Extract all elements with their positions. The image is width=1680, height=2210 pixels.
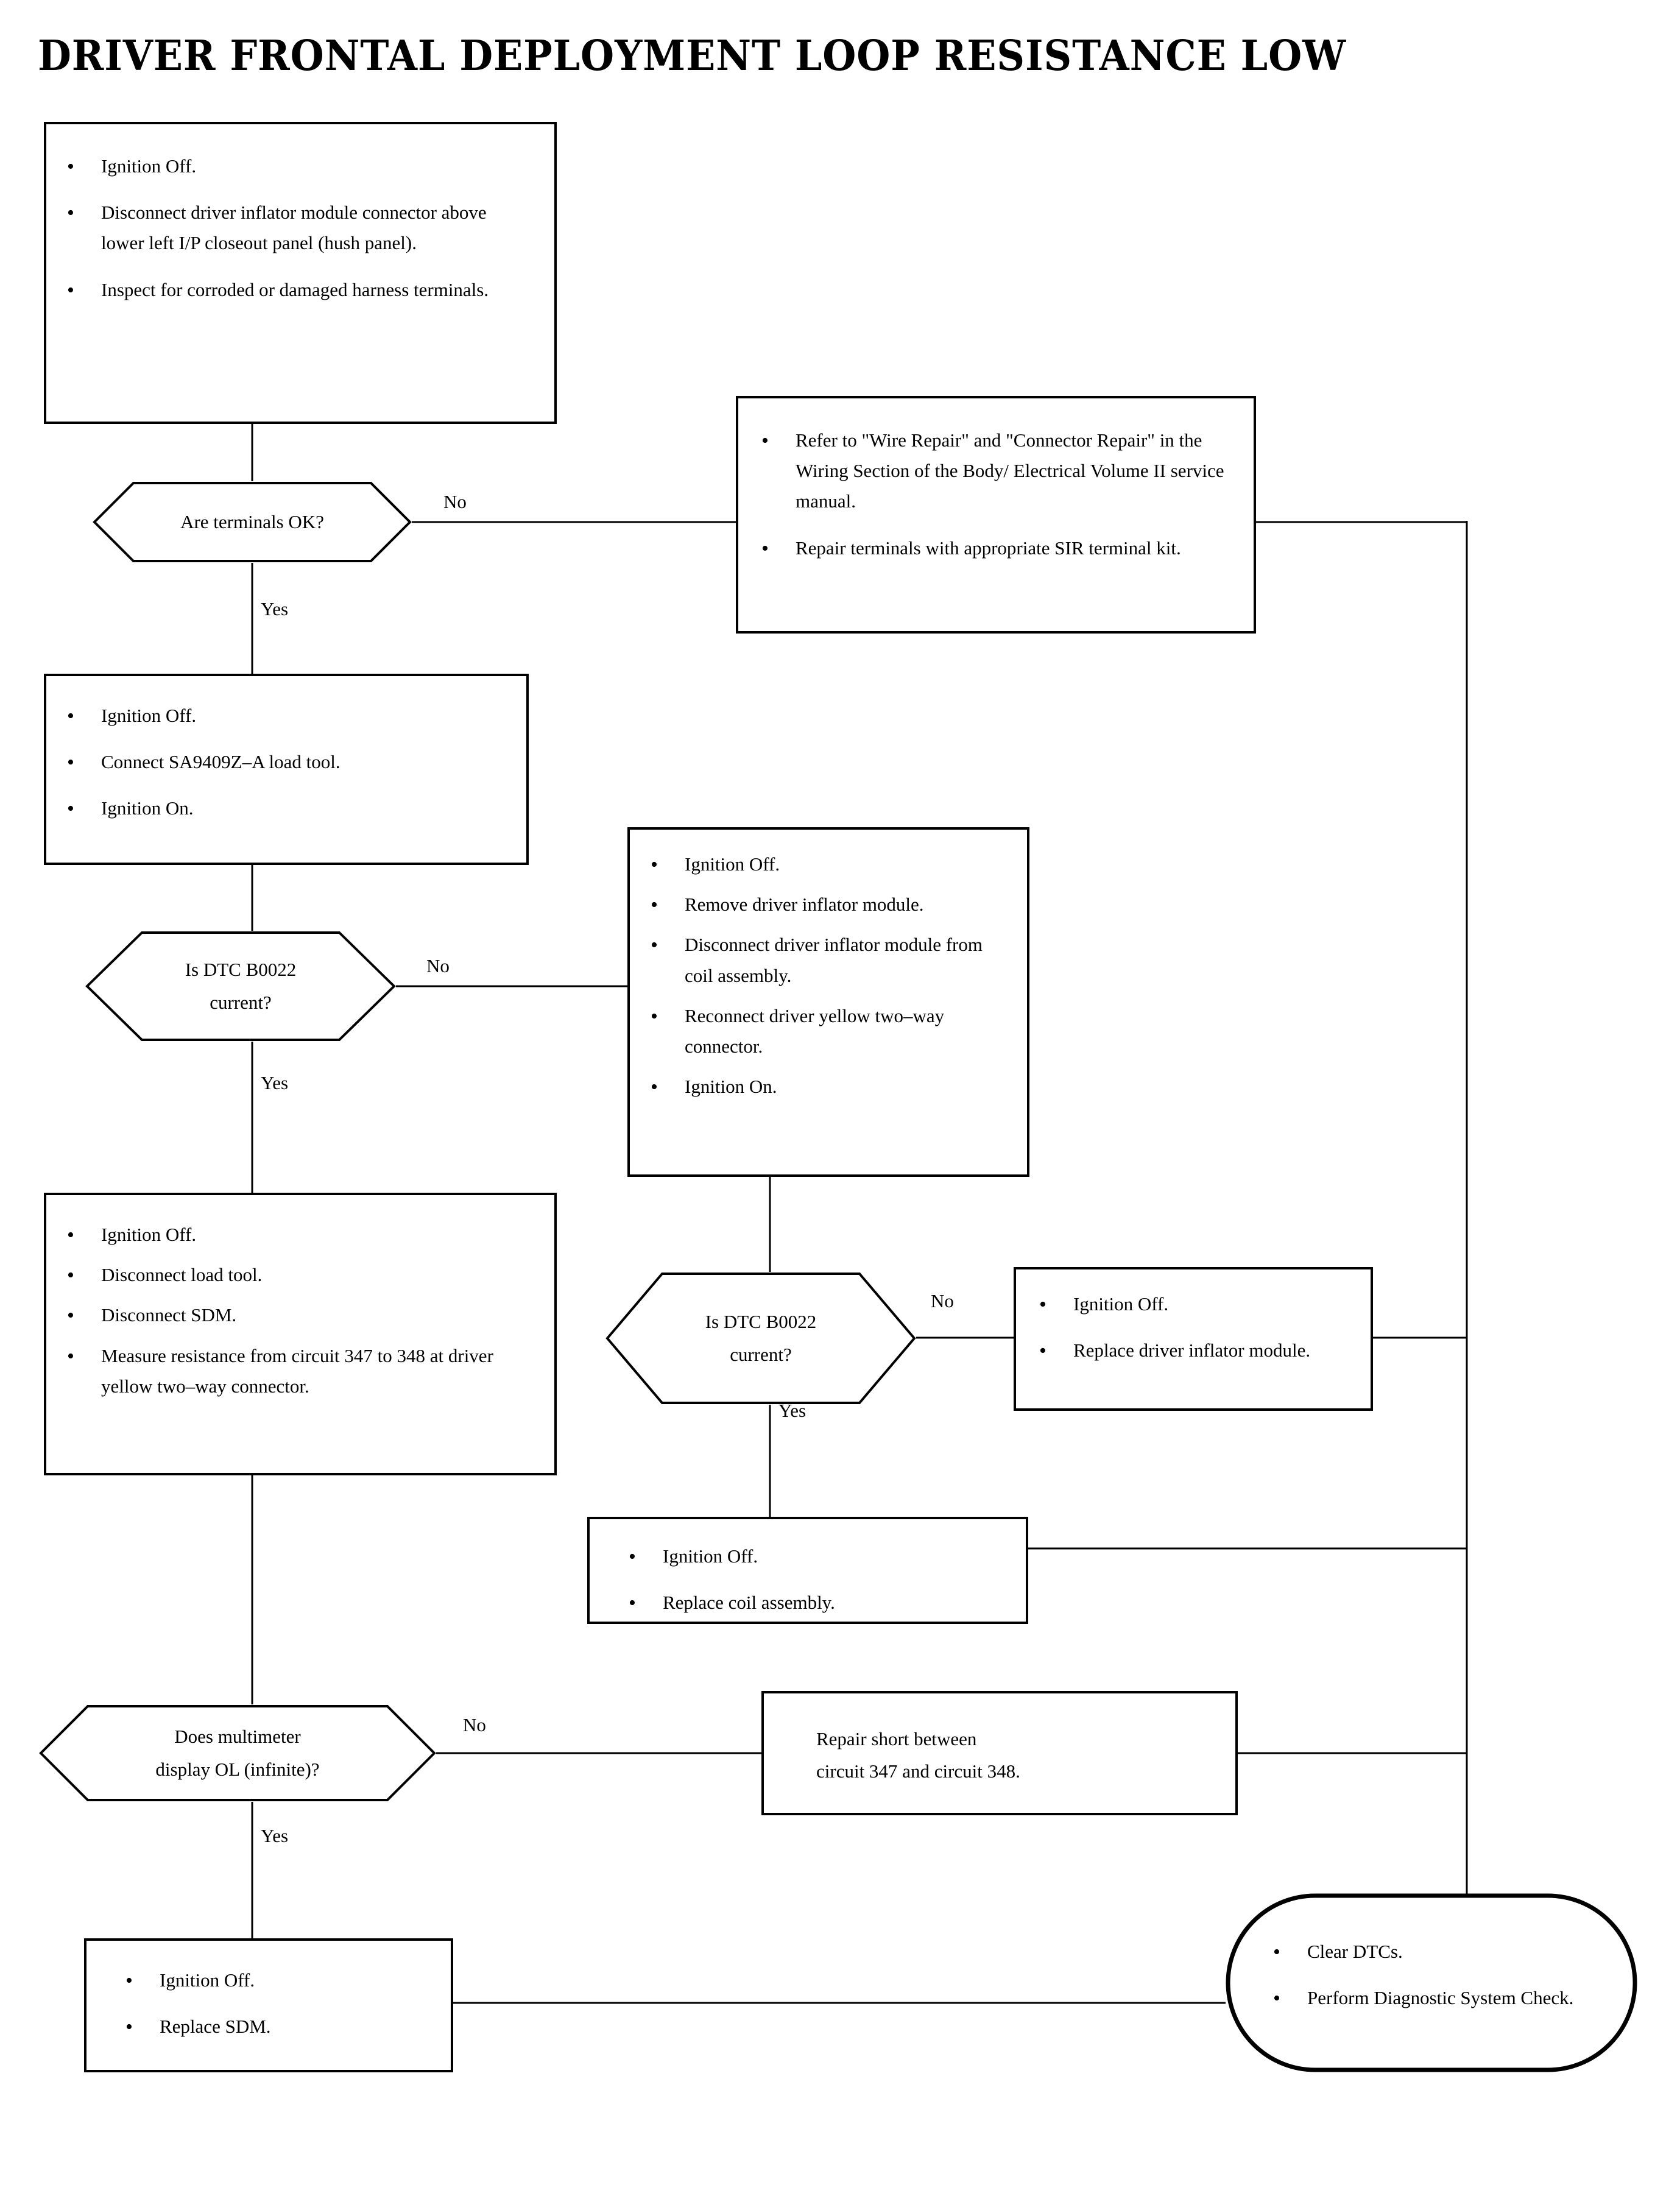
list-item: Disconnect SDM. [65,1299,534,1332]
list-item: Measure resistance from circuit 347 to 3… [65,1340,534,1402]
bullet-list: Ignition Off. Remove driver inflator mod… [648,848,1012,1104]
node-step1[interactable]: Ignition Off. Disconnect driver inflator… [44,122,557,424]
edge-label-yes-3: Yes [778,1400,806,1421]
list-item: Ignition Off. [65,699,504,733]
list-item: Remove driver inflator module. [648,888,1012,922]
bullet-list: Ignition Off. Replace coil assembly. [626,1540,1014,1620]
list-item: Replace SDM. [123,2010,439,2044]
list-item: Ignition Off. [65,1218,534,1252]
edge-label-no-1: No [443,491,467,512]
bullet-list: Clear DTCs. Perform Diagnostic System Ch… [1271,1935,1573,2029]
edge-label-no-3: No [931,1290,954,1312]
list-item: Reconnect driver yellow two–way connecto… [648,1000,1012,1062]
node-step2[interactable]: Ignition Off. Connect SA9409Z–A load too… [44,674,529,865]
node-step3[interactable]: Ignition Off. Remove driver inflator mod… [627,827,1029,1177]
bullet-list: Ignition Off. Replace driver inflator mo… [1037,1288,1358,1368]
repair-short-line-1: Repair short between [816,1728,977,1749]
list-item: Ignition Off. [65,150,530,183]
list-item: Connect SA9409Z–A load tool. [65,746,504,779]
bullet-list: Ignition Off. Disconnect driver inflator… [65,150,530,307]
node-step4[interactable]: Ignition Off. Disconnect load tool. Disc… [44,1193,557,1475]
list-item: Ignition On. [648,1070,1012,1104]
node-replace-coil[interactable]: Ignition Off. Replace coil assembly. [587,1517,1028,1624]
list-item: Disconnect driver inflator module from c… [648,928,1012,990]
list-item: Repair terminals with appropriate SIR te… [759,532,1238,565]
bullet-list: Ignition Off. Replace SDM. [123,1964,439,2044]
node-decision1[interactable]: Are terminals OK? [93,481,412,563]
node-replace-inflator[interactable]: Ignition Off. Replace driver inflator mo… [1014,1267,1373,1411]
edge-label-no-4: No [463,1714,486,1735]
list-item: Ignition Off. [1037,1288,1358,1321]
list-item: Refer to "Wire Repair" and "Connector Re… [759,424,1238,517]
list-item: Ignition Off. [626,1540,1014,1573]
bullet-list: Refer to "Wire Repair" and "Connector Re… [759,424,1238,565]
node-repair-short[interactable]: Repair short between circuit 347 and cir… [761,1691,1238,1815]
terminator-body: Clear DTCs. Perform Diagnostic System Ch… [1226,1893,1637,2072]
list-item: Inspect for corroded or damaged harness … [65,274,530,307]
node-decision2[interactable]: Is DTC B0022 current? [85,931,396,1042]
node-decision4[interactable]: Does multimeter display OL (infinite)? [39,1704,436,1802]
list-item: Replace driver inflator module. [1037,1334,1358,1368]
node-repair-terminals[interactable]: Refer to "Wire Repair" and "Connector Re… [736,396,1256,634]
node-replace-sdm[interactable]: Ignition Off. Replace SDM. [84,1938,453,2072]
list-item: Replace coil assembly. [626,1586,1014,1620]
node-decision3[interactable]: Is DTC B0022 current? [605,1272,916,1405]
edge-label-yes-4: Yes [261,1825,289,1846]
edge-label-yes-1: Yes [261,598,289,620]
list-item: Ignition Off. [123,1964,439,1997]
bullet-list: Ignition Off. Connect SA9409Z–A load too… [65,699,504,826]
list-item: Perform Diagnostic System Check. [1271,1982,1573,2015]
list-item: Ignition Off. [648,848,1012,881]
repair-short-line-2: circuit 347 and circuit 348. [816,1760,1020,1782]
edge-label-yes-2: Yes [261,1072,289,1093]
edge-label-no-2: No [426,955,450,976]
list-item: Disconnect driver inflator module connec… [65,196,530,258]
bullet-list: Ignition Off. Disconnect load tool. Disc… [65,1218,534,1402]
page-title: DRIVER FRONTAL DEPLOYMENT LOOP RESISTANC… [38,32,1347,80]
list-item: Ignition On. [65,792,504,825]
node-terminator[interactable]: Clear DTCs. Perform Diagnostic System Ch… [1226,1893,1637,2072]
list-item: Clear DTCs. [1271,1935,1573,1969]
list-item: Disconnect load tool. [65,1259,534,1292]
